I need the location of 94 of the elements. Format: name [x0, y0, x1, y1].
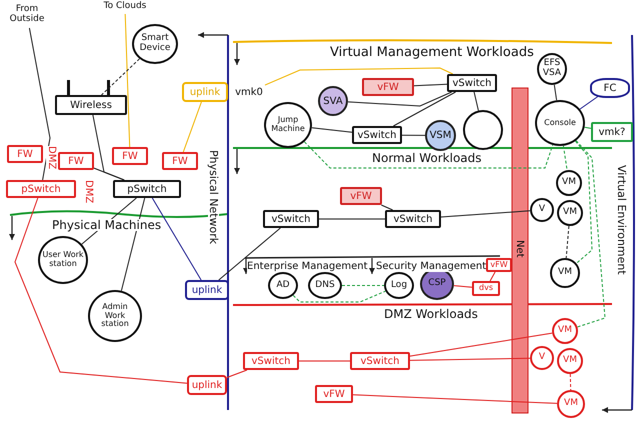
firewall-box: FW [7, 145, 43, 163]
firewall-box: dvs [472, 281, 500, 296]
uplink-flag: uplink [187, 375, 227, 395]
dashed-connector [342, 285, 384, 286]
firewall-box: vFW [315, 385, 353, 403]
machine-circle: V [530, 346, 554, 370]
connector-line [490, 272, 496, 282]
node-label: From Outside [2, 2, 52, 28]
connector-line [182, 102, 202, 152]
machine-circle: VSM [425, 120, 456, 151]
firewall-box: FW [58, 152, 94, 170]
section-label: Normal Workloads [372, 152, 482, 164]
connector-line [264, 68, 454, 86]
machine-circle: User Work station [38, 236, 88, 284]
machine-circle: SVA [318, 86, 348, 116]
node-label: To Clouds [92, 0, 158, 14]
firewall-box: vFW [486, 258, 512, 272]
connector-line [28, 28, 50, 180]
dashed-connector [576, 140, 606, 328]
connector-line [380, 204, 394, 210]
connector-line [410, 332, 553, 357]
machine-circle: VM [552, 318, 578, 344]
dashed-connector [570, 374, 572, 390]
dashed-connector [562, 145, 568, 171]
connector-line [410, 358, 530, 361]
zone-label: DMZ [83, 180, 93, 204]
uplink-flag: uplink [182, 82, 228, 102]
machine-circle [463, 110, 503, 150]
machine-circle: Jump Machine [264, 102, 312, 148]
connector-line [348, 92, 452, 106]
section-label: DMZ Workloads [384, 308, 478, 320]
dashed-connector [292, 290, 386, 302]
zone-label: DMZ [46, 146, 56, 170]
machine-circle: Admin Work station [88, 290, 142, 342]
machine-circle: V [530, 198, 554, 222]
uplink-flag: uplink [185, 280, 229, 300]
connector-line [318, 218, 386, 220]
dashed-connector [574, 140, 592, 264]
connector-line [352, 394, 558, 404]
dashed-connector [304, 141, 554, 168]
machine-circle: Console [535, 100, 585, 146]
connector-line [218, 228, 281, 280]
machine-circle: VM [557, 348, 583, 374]
connector-line [402, 134, 426, 136]
connector-line [94, 168, 125, 180]
machine-circle: Smart Device [132, 24, 178, 64]
machine-circle: VM [550, 258, 580, 288]
section-label: Enterprise Management [247, 262, 368, 272]
connector-line [124, 14, 130, 148]
machine-circle: VM [556, 170, 582, 196]
firewall-box: FW [162, 152, 198, 170]
connector-line [554, 84, 558, 101]
connector-line [440, 210, 530, 218]
port-box: vmk? [591, 122, 633, 142]
firewall-box: vSwitch [243, 352, 299, 370]
connector-line [298, 360, 350, 362]
connector-line [152, 198, 202, 280]
machine-circle: EFS VSA [537, 53, 567, 85]
zone-label: Physical Network [208, 150, 219, 244]
dashed-connector [566, 226, 570, 259]
connector-line [453, 285, 472, 288]
firewall-box: vSwitch [350, 352, 410, 370]
firewall-box: vFW [340, 187, 382, 205]
connector-line [392, 92, 456, 126]
switch-box: Wireless [55, 95, 127, 115]
storage-blob: FC [590, 78, 630, 98]
connector-line [311, 127, 352, 133]
firewall-box: vFW [362, 78, 414, 96]
node-label: vmk0 [233, 84, 265, 100]
machine-circle: DNS [308, 272, 342, 299]
section-label: Virtual Management Workloads [330, 46, 534, 59]
switch-box: vSwitch [352, 126, 402, 144]
zone-label: Net [514, 240, 524, 258]
firewall-box: FW [112, 147, 148, 165]
machine-circle: VM [557, 390, 585, 418]
machine-circle: Log [384, 272, 414, 299]
connector-line [584, 126, 592, 129]
connector-line [14, 198, 188, 384]
switch-box: vSwitch [385, 210, 441, 228]
connector-line [226, 370, 248, 378]
connector-line [414, 84, 448, 86]
switch-box: vSwitch [447, 74, 497, 92]
dashed-connector [101, 58, 140, 96]
machine-circle: AD [268, 272, 298, 299]
firewall-box: pSwitch [6, 180, 76, 198]
zone-label: Virtual Environment [616, 165, 627, 275]
section-label: Physical Machines [52, 219, 162, 231]
connector-line [120, 198, 146, 292]
switch-box: vSwitch [263, 210, 319, 228]
connector-line [579, 96, 599, 110]
switch-box: pSwitch [113, 180, 181, 198]
machine-circle: VM [557, 200, 583, 226]
section-label: Security Management [376, 262, 486, 272]
connector-line [474, 92, 479, 111]
